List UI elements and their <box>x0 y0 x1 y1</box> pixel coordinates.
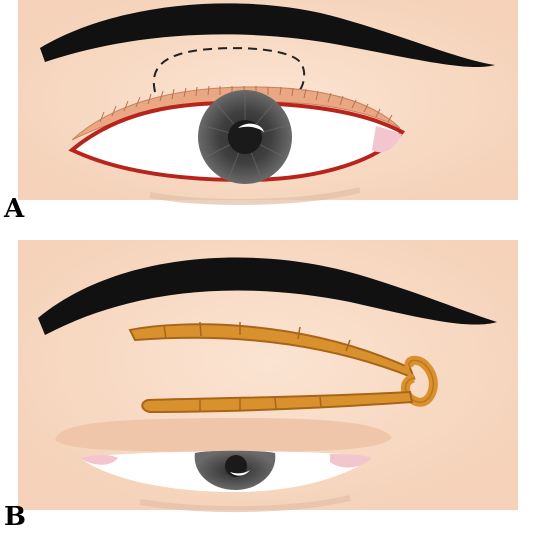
panel-label-b: B <box>4 504 26 530</box>
panel-a: A <box>0 0 537 240</box>
upper-eyelid <box>55 418 392 452</box>
eye-diagram-b <box>0 240 537 533</box>
eye-diagram-a <box>0 0 537 240</box>
panel-b: B <box>0 240 537 533</box>
panel-label-a: A <box>4 196 24 222</box>
